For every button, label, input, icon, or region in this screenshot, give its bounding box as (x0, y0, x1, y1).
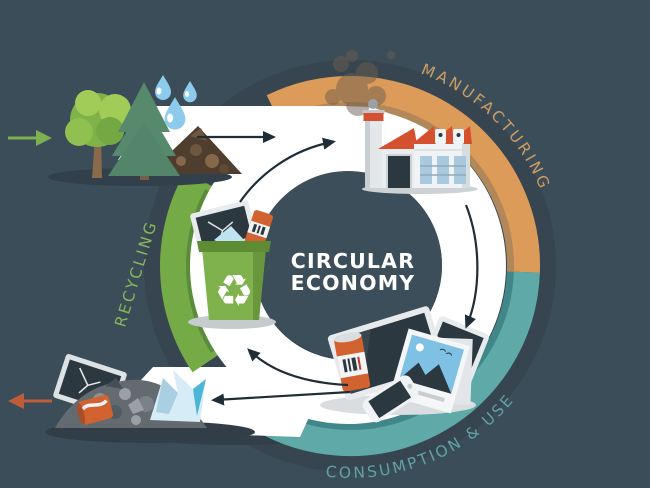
flow-arrows (197, 131, 479, 406)
arrow-recycled-to-manufacturing (239, 137, 336, 203)
manufacturing-arc (266, 76, 540, 273)
consumption-arc (243, 271, 540, 456)
center-circle (254, 171, 442, 359)
arrow-manufacturing-to-consumption (464, 204, 479, 329)
input-arrow-icon (8, 130, 52, 146)
water-drops-icon (155, 75, 197, 130)
factory-icon (362, 99, 478, 194)
center-title: CIRCULAR ECONOMY (291, 249, 416, 295)
arrow-consumption-to-waste (211, 390, 351, 406)
waste-pile-icon (45, 354, 255, 443)
trees-icon (48, 82, 242, 186)
recycle-symbol-icon: ♻ (214, 266, 253, 317)
arrow-consumption-to-recycling (247, 348, 349, 387)
center-title-line2: ECONOMY (291, 271, 416, 295)
recycling-arc-shade (186, 189, 217, 353)
center-title-line1: CIRCULAR (291, 249, 415, 273)
smoke-icon (325, 50, 395, 116)
recycle-bin-icon: ♻ (188, 200, 276, 329)
output-arrow-icon (8, 393, 52, 409)
consumer-devices-icon (320, 306, 489, 423)
recycling-arc (160, 171, 220, 373)
